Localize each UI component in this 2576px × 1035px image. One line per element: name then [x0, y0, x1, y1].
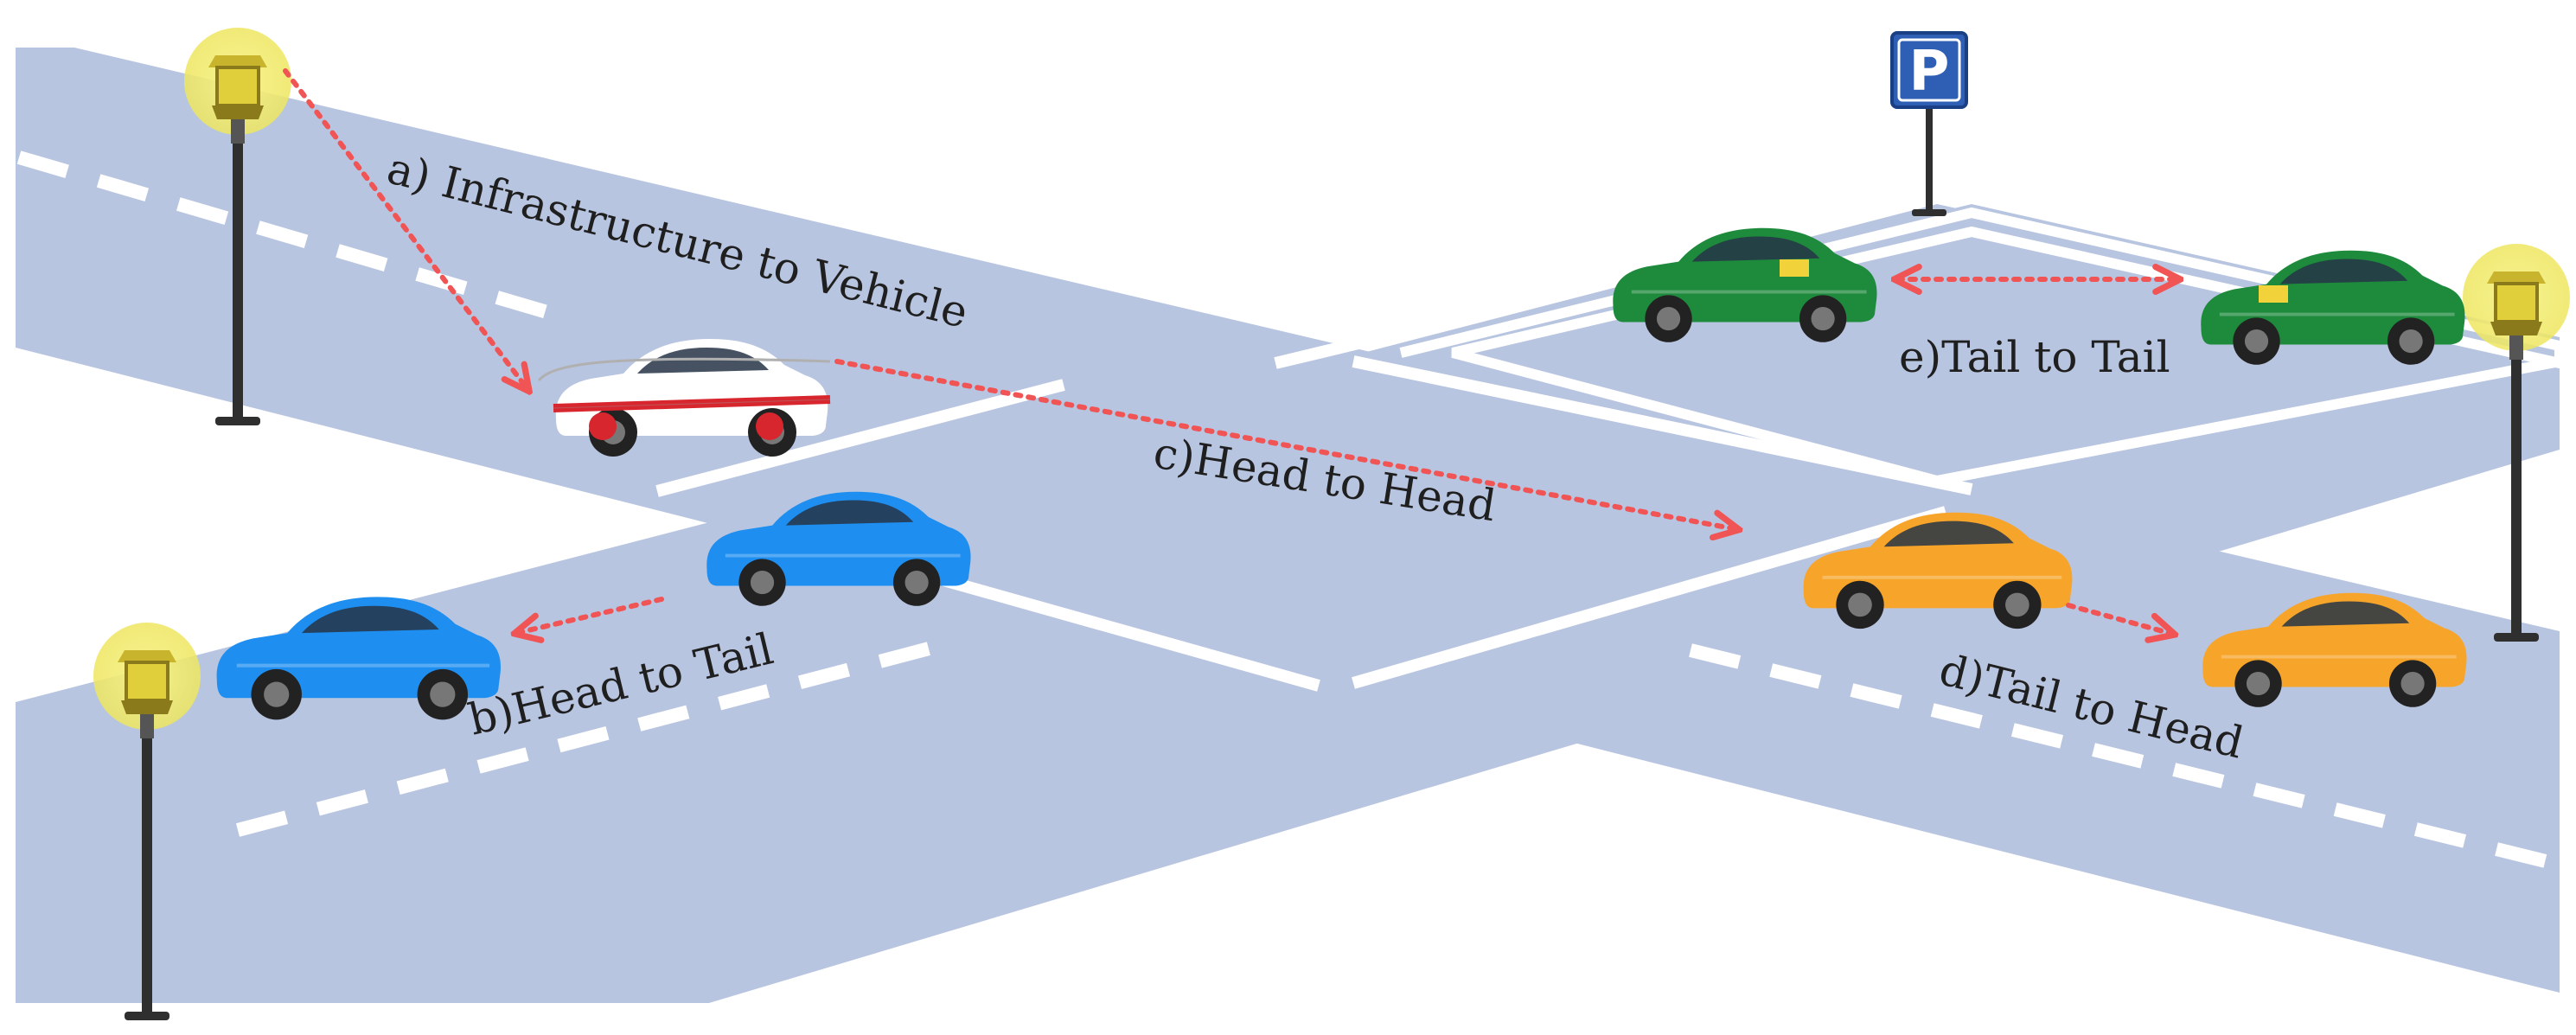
dashed-line-lower-right	[1689, 643, 2561, 872]
intersection-line-2	[1352, 355, 1973, 495]
car-white	[537, 339, 831, 457]
communication-links	[283, 68, 2177, 634]
link-head-to-tail	[517, 597, 664, 633]
intersection-line-1	[1274, 331, 1385, 369]
intersection-line-3	[924, 569, 1320, 692]
intersection-line-4	[1352, 506, 1947, 689]
parking-sign-icon: P	[1890, 31, 1968, 216]
car-green-left	[1611, 226, 1879, 344]
parking-sign-letter: P	[1909, 40, 1950, 104]
link-head-to-head	[834, 359, 1736, 529]
link-tail-to-head	[2066, 603, 2172, 634]
intersection-line-5	[655, 379, 1065, 497]
label-tail-to-tail: e)Tail to Tail	[1899, 332, 2170, 382]
dashed-line-lower-left	[235, 635, 958, 837]
car-green-right	[2199, 248, 2467, 367]
dashed-line-upper-left	[16, 150, 565, 323]
link-infrastructure-to-vehicle	[283, 68, 527, 389]
